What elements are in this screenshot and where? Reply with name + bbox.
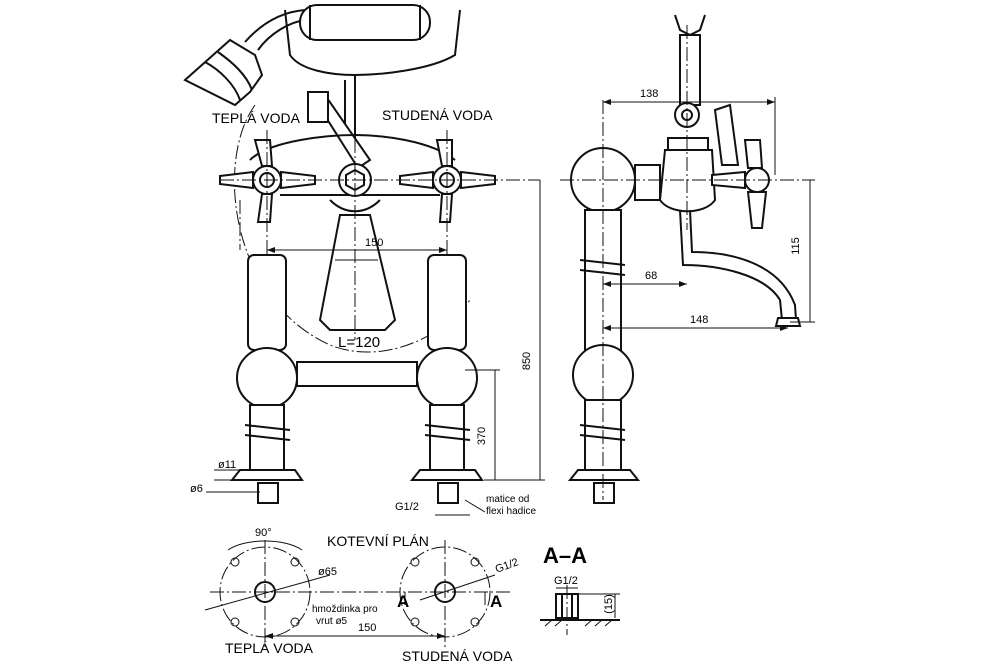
hot-water-label: TEPLÁ VODA: [212, 110, 300, 126]
shower-head: [183, 9, 306, 107]
section-depth-dim: (15): [602, 594, 615, 614]
left-leg: [229, 254, 304, 504]
cold-water-bottom-label: STUDENÁ VODA: [402, 648, 513, 664]
spout: [318, 214, 397, 331]
side-spout: [679, 209, 783, 321]
hose-outline: [233, 104, 471, 353]
hot-water-bottom-label: TEPLÁ VODA: [225, 640, 313, 656]
section-mark-left: A: [397, 592, 410, 611]
nut-note-line2: flexi hadice: [486, 506, 537, 517]
side-view: [560, 14, 815, 504]
section-a-a: [540, 585, 620, 635]
spout-148-dim: 148: [690, 314, 709, 326]
section-mark-right: A: [490, 592, 503, 611]
dowel-note-line2: vrut ø5: [316, 616, 348, 627]
tap-spacing-dim: 150: [365, 237, 384, 249]
handset: [284, 4, 461, 140]
circle-d65-dim: ø65: [318, 566, 337, 578]
cold-water-label: STUDENÁ VODA: [382, 107, 493, 123]
plan-spacing-dim: 150: [358, 622, 377, 634]
spout-68-dim: 68: [645, 270, 658, 282]
hose-length-label: L=120: [338, 334, 381, 351]
spout-height-dim: 115: [789, 237, 802, 255]
dowel-note-line1: hmoždinka pro: [312, 604, 378, 615]
bolt-d6-dim: ø6: [190, 483, 203, 495]
lower-height-dim: 370: [476, 426, 489, 446]
angle-dim: 90°: [255, 527, 272, 539]
section-thread-dim: G1/2: [554, 575, 578, 587]
nut-note-line1: matice od: [486, 494, 530, 505]
side-width-dim: 138: [640, 88, 659, 100]
total-height-dim: 850: [521, 351, 534, 371]
right-leg: [409, 254, 484, 504]
front-view: [183, 4, 545, 516]
anchor-plan: [204, 540, 510, 648]
crossbar: [296, 361, 418, 387]
section-title: A–A: [543, 543, 588, 568]
anchor-plan-title: KOTEVNÍ PLÁN: [327, 533, 429, 549]
diverter-lever: [307, 91, 372, 170]
hot-tap-handle: [219, 139, 316, 223]
thread-bottom-dim: G1/2: [395, 501, 419, 513]
flange-d11-dim: ø11: [218, 459, 237, 471]
